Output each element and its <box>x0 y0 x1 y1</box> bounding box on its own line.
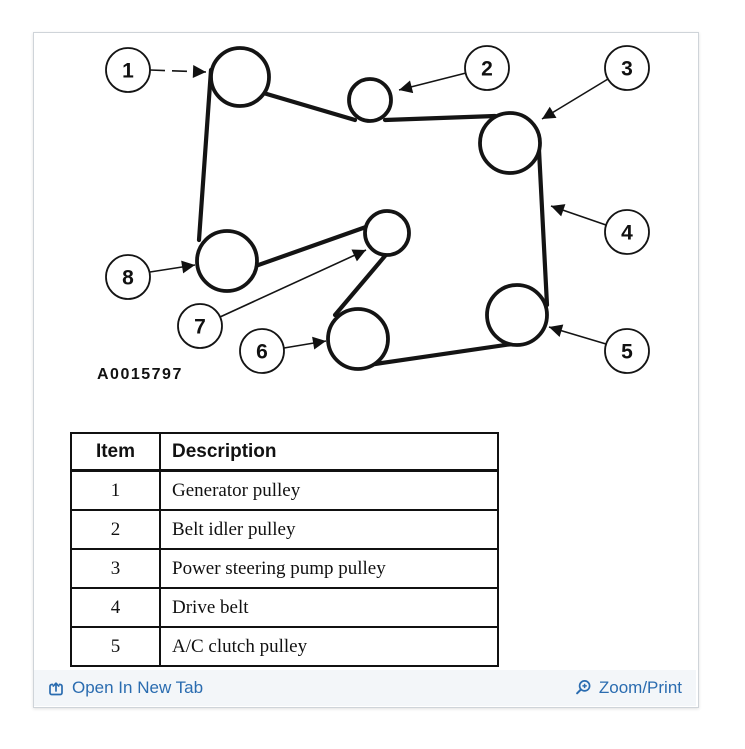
item-description: Belt idler pulley <box>159 509 499 550</box>
zoom-print-link[interactable]: Zoom/Print <box>574 678 682 698</box>
open-in-new-tab-label: Open In New Tab <box>72 678 204 697</box>
table-row: 5 A/C clutch pulley <box>70 626 499 667</box>
item-description: A/C clutch pulley <box>159 626 499 667</box>
open-in-new-tab-link[interactable]: Open In New Tab <box>48 678 203 698</box>
table-row: 2 Belt idler pulley <box>70 509 499 550</box>
item-description-table: Item Description 1 Generator pulley 2 Be… <box>70 432 499 667</box>
zoom-print-label: Zoom/Print <box>598 678 682 697</box>
figure-number-label: A0015797 <box>97 366 183 383</box>
item-description: Generator pulley <box>159 469 499 511</box>
item-number: 3 <box>70 548 161 589</box>
item-number: 5 <box>70 626 161 667</box>
item-number: 2 <box>70 509 161 550</box>
item-number: 4 <box>70 587 161 628</box>
item-column-header: Item <box>70 432 161 472</box>
item-description: Power steering pump pulley <box>159 548 499 589</box>
open-in-new-tab-icon <box>49 681 63 695</box>
table-row: 1 Generator pulley <box>70 469 499 511</box>
table-row: 4 Drive belt <box>70 587 499 628</box>
zoom-magnifier-icon <box>575 680 591 695</box>
table-header-row: Item Description <box>70 432 499 472</box>
item-number: 1 <box>70 469 161 511</box>
description-column-header: Description <box>159 432 499 472</box>
table-row: 3 Power steering pump pulley <box>70 548 499 589</box>
viewer-action-bar: Open In New Tab Zoom/Print <box>34 670 696 706</box>
item-description: Drive belt <box>159 587 499 628</box>
